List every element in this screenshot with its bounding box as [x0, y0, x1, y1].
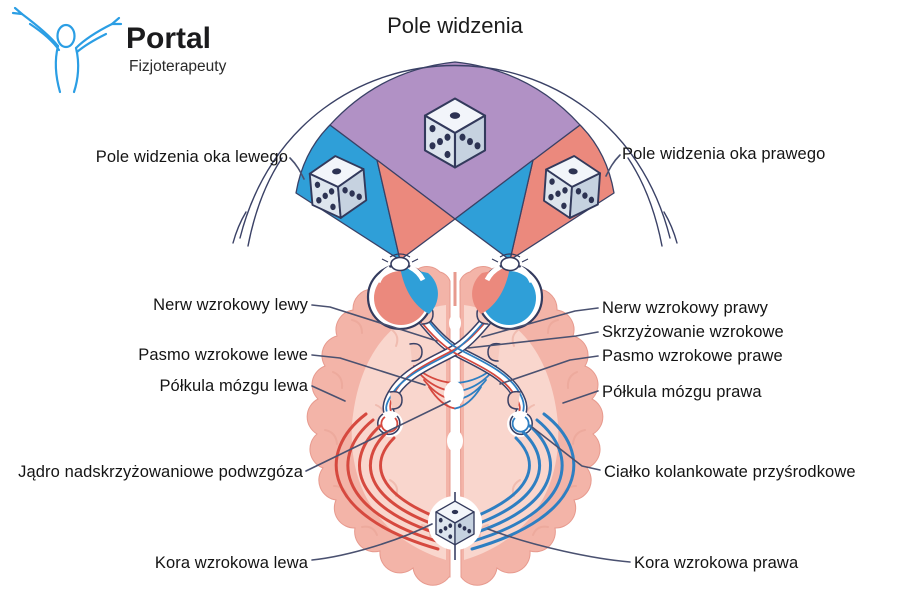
label-polkula-mozgu-prawa: Półkula mózgu prawa: [602, 383, 762, 401]
label-pasmo-wzrokowe-prawe: Pasmo wzrokowe prawe: [602, 347, 783, 365]
label-cialko-kolankowate: Ciałko kolankowate przyśrodkowe: [604, 463, 856, 481]
label-jadro-nadskrzyzowaniowe: Jądro nadskrzyżowaniowe podwzgóza: [18, 463, 303, 481]
light-wedge-into-left-eye: [376, 159, 456, 261]
optic-nerves-and-tracts: [382, 310, 528, 423]
label-nerw-wzrokowy-lewy: Nerw wzrokowy lewy: [153, 296, 308, 314]
nucleus-upper: [449, 314, 461, 332]
eye-right: [472, 253, 544, 331]
label-kora-wzrokowa-prawa: Kora wzrokowa prawa: [634, 554, 799, 572]
page-title: Pole widzenia: [387, 13, 523, 38]
optic-radiation-right: [462, 412, 576, 551]
label-pole-widzenia-oka-prawego: Pole widzenia oka prawego: [622, 145, 826, 163]
person-raised-arms-icon: [11, 6, 123, 94]
nucleus-lower: [447, 430, 463, 452]
logo-subtitle: Fizjoterapeuty: [129, 58, 227, 75]
field-outer-arc: [232, 65, 678, 247]
suprachiasmatic-nucleus: [444, 381, 464, 407]
light-wedge-into-right-eye: [454, 159, 534, 261]
label-connectors: [289, 154, 631, 563]
geniculate-body-left: [377, 411, 403, 437]
eye-left: [366, 253, 438, 331]
label-skrzyzowanie-wzrokowe: Skrzyżowanie wzrokowe: [602, 323, 784, 341]
label-pole-widzenia-oka-lewego: Pole widzenia oka lewego: [95, 148, 288, 166]
label-polkula-mozgu-lewa: Półkula mózgu lewa: [159, 377, 308, 395]
optic-radiation-left: [334, 412, 448, 551]
geniculate-body-right: [507, 411, 533, 437]
label-nerw-wzrokowy-prawy: Nerw wzrokowy prawy: [602, 299, 769, 317]
label-kora-wzrokowa-lewa: Kora wzrokowa lewa: [154, 554, 308, 572]
logo-name: Portal: [126, 22, 212, 55]
label-pasmo-wzrokowe-lewe: Pasmo wzrokowe lewe: [138, 346, 308, 364]
